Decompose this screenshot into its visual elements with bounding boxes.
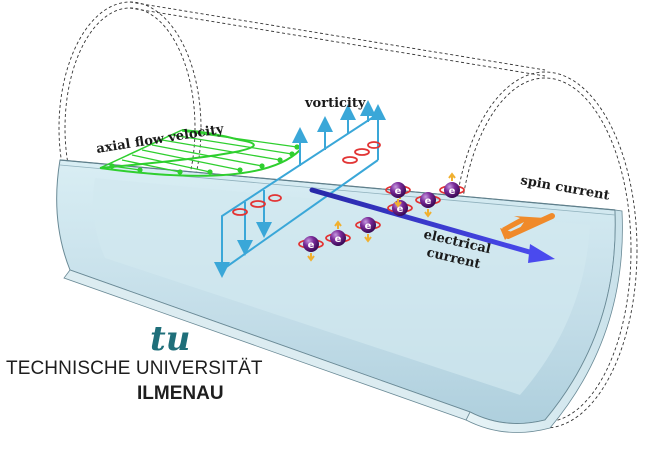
spin-arrow: [307, 253, 315, 262]
logo-monogram: tu: [150, 319, 190, 359]
electron: e: [355, 217, 381, 243]
electron-sphere: [303, 236, 319, 252]
electron-symbol: e: [425, 196, 432, 207]
electron-sphere: [360, 217, 376, 233]
electron-sphere: [420, 192, 436, 208]
electron-symbol: e: [449, 186, 456, 197]
tu-ilmenau-logo-icon: tu: [150, 319, 190, 359]
vorticity-profile: [214, 100, 386, 278]
spin-arrow: [334, 220, 342, 229]
electron-sphere: [390, 182, 406, 198]
spin-current-arrow: [500, 213, 555, 240]
axial-flow-velocity-profile: [99, 129, 301, 177]
electron-sphere: [330, 230, 346, 246]
vorticity-label: vorticity: [304, 96, 366, 111]
spin-arrow: [394, 199, 402, 208]
electron-symbol: e: [335, 234, 342, 245]
electron-symbol: e: [395, 186, 402, 197]
electron-symbol: e: [365, 221, 372, 232]
spin-arrow: [448, 172, 456, 181]
vorticity-rotation-marks: [232, 141, 381, 216]
electron-sphere: [444, 182, 460, 198]
electron: e: [439, 172, 465, 198]
electron: e: [385, 182, 411, 208]
electron-symbol: e: [397, 204, 404, 215]
electron: e: [415, 192, 441, 218]
axial-flow-velocity-label: axial flow velocity: [95, 122, 225, 157]
spin-arrow: [364, 234, 372, 243]
university-name-line1: TECHNISCHE UNIVERSITÄT: [6, 358, 263, 379]
electron: e: [325, 220, 351, 246]
spin-current-label: spin current: [519, 173, 610, 203]
electrical-current-arrow: [309, 187, 555, 263]
university-name-line2: ILMENAU: [137, 383, 224, 404]
electron: e: [298, 236, 324, 262]
spin-arrow: [424, 209, 432, 218]
electron-symbol: e: [308, 240, 315, 251]
